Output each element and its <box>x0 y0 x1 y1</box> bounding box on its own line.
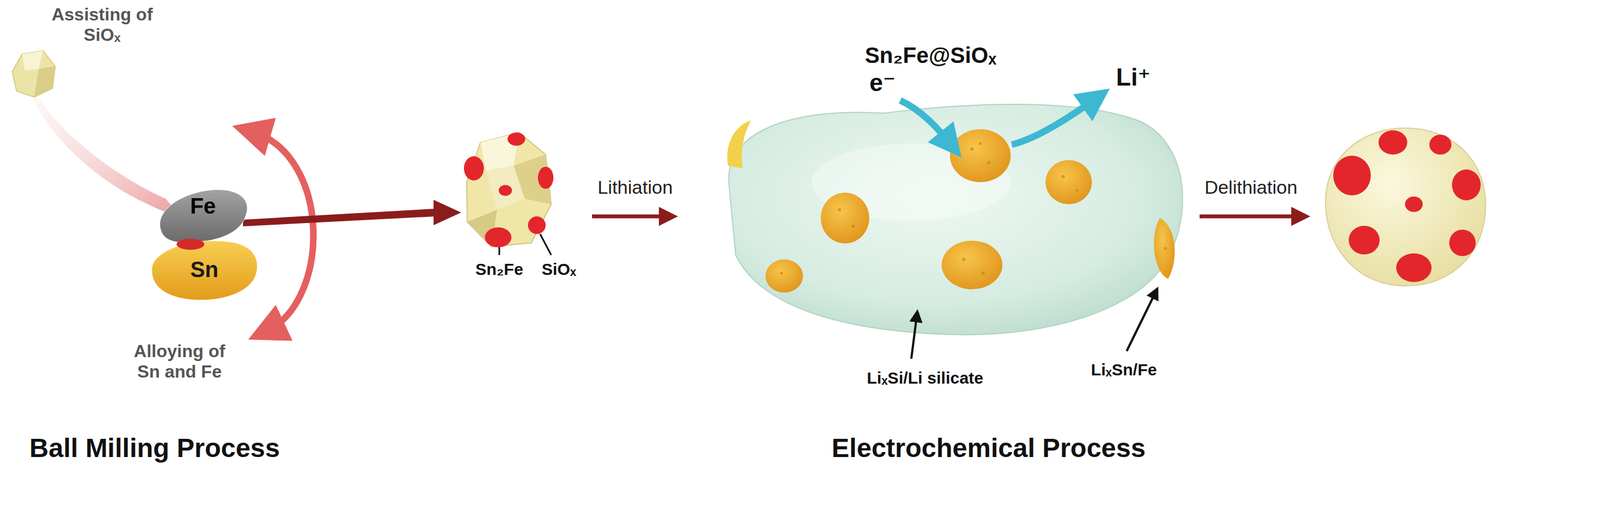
blob-outline <box>159 189 248 243</box>
sn2fe-spot <box>498 185 512 197</box>
text-label: SiOₓ <box>541 260 577 280</box>
text-label: Sn₂Fe@SiOₓ <box>864 42 997 68</box>
particle-facet <box>34 66 56 98</box>
composite-particle <box>466 132 552 247</box>
lithiated-particle <box>728 104 1183 336</box>
text-label: Lithiation <box>597 176 673 199</box>
fe-blob: Fe <box>151 185 255 246</box>
sn2fe-spot <box>1451 169 1481 201</box>
lixsn-spot <box>820 192 870 244</box>
arrow-head <box>433 199 462 226</box>
text-label: LiₓSn/Fe <box>1090 360 1157 380</box>
sn-blob: Sn <box>146 234 263 304</box>
element-label: Sn <box>189 257 219 282</box>
sn2fe-spot <box>1348 225 1380 255</box>
leader-line <box>540 234 552 256</box>
sn2fe-spot <box>1449 229 1476 257</box>
particle-facet <box>22 50 44 71</box>
spot-dots <box>780 142 1168 276</box>
lixsn-spot <box>727 120 752 169</box>
sn2fe-spot <box>537 166 554 189</box>
delithiated-particle <box>1325 128 1486 287</box>
text-label: Assisting of SiOₓ <box>49 4 155 46</box>
leader-arrow <box>1126 292 1156 352</box>
leader-arrow <box>911 315 917 359</box>
leader-line <box>498 247 501 256</box>
sn2fe-spot <box>1429 134 1452 155</box>
alloy-spot <box>176 239 205 251</box>
lixsn-spot <box>765 259 804 293</box>
sn2fe-spot <box>463 156 484 181</box>
lixsn-spot <box>949 129 1011 183</box>
sn2fe-spot <box>1405 196 1423 213</box>
text-label: Electrochemical Process <box>831 432 1146 464</box>
text-label: Delithiation <box>1204 176 1298 199</box>
delithiation-arrow <box>1199 214 1301 219</box>
blob-outline <box>151 240 258 301</box>
siox-particle <box>12 50 56 98</box>
lixsn-spot <box>1045 160 1092 205</box>
text-label: e⁻ <box>869 69 896 98</box>
text-label: Li⁺ <box>1116 63 1151 92</box>
lithiation-arrow <box>592 214 669 219</box>
sn2fe-spot <box>527 216 546 235</box>
sn2fe-spot <box>1378 130 1408 155</box>
electron-arrow <box>900 100 952 145</box>
text-label: LiₓSi/Li silicate <box>866 368 984 389</box>
sn2fe-spot <box>1396 253 1432 283</box>
assist-swoosh <box>33 98 183 219</box>
alloying-arrow <box>251 131 314 332</box>
sn2fe-spot <box>1333 155 1371 196</box>
element-label: Fe <box>189 193 216 219</box>
process-arrow <box>243 208 437 227</box>
text-label: Alloying of Sn and Fe <box>124 341 235 383</box>
sn2fe-spot <box>484 227 512 248</box>
text-label: Ball Milling Process <box>29 432 280 464</box>
lixsn-spot <box>941 240 1003 290</box>
ion-arrow <box>1011 98 1097 145</box>
particle-facet <box>486 165 525 210</box>
text-label: Sn₂Fe <box>475 260 524 280</box>
lixsn-spot <box>1153 218 1175 279</box>
sn2fe-spot <box>507 132 526 146</box>
